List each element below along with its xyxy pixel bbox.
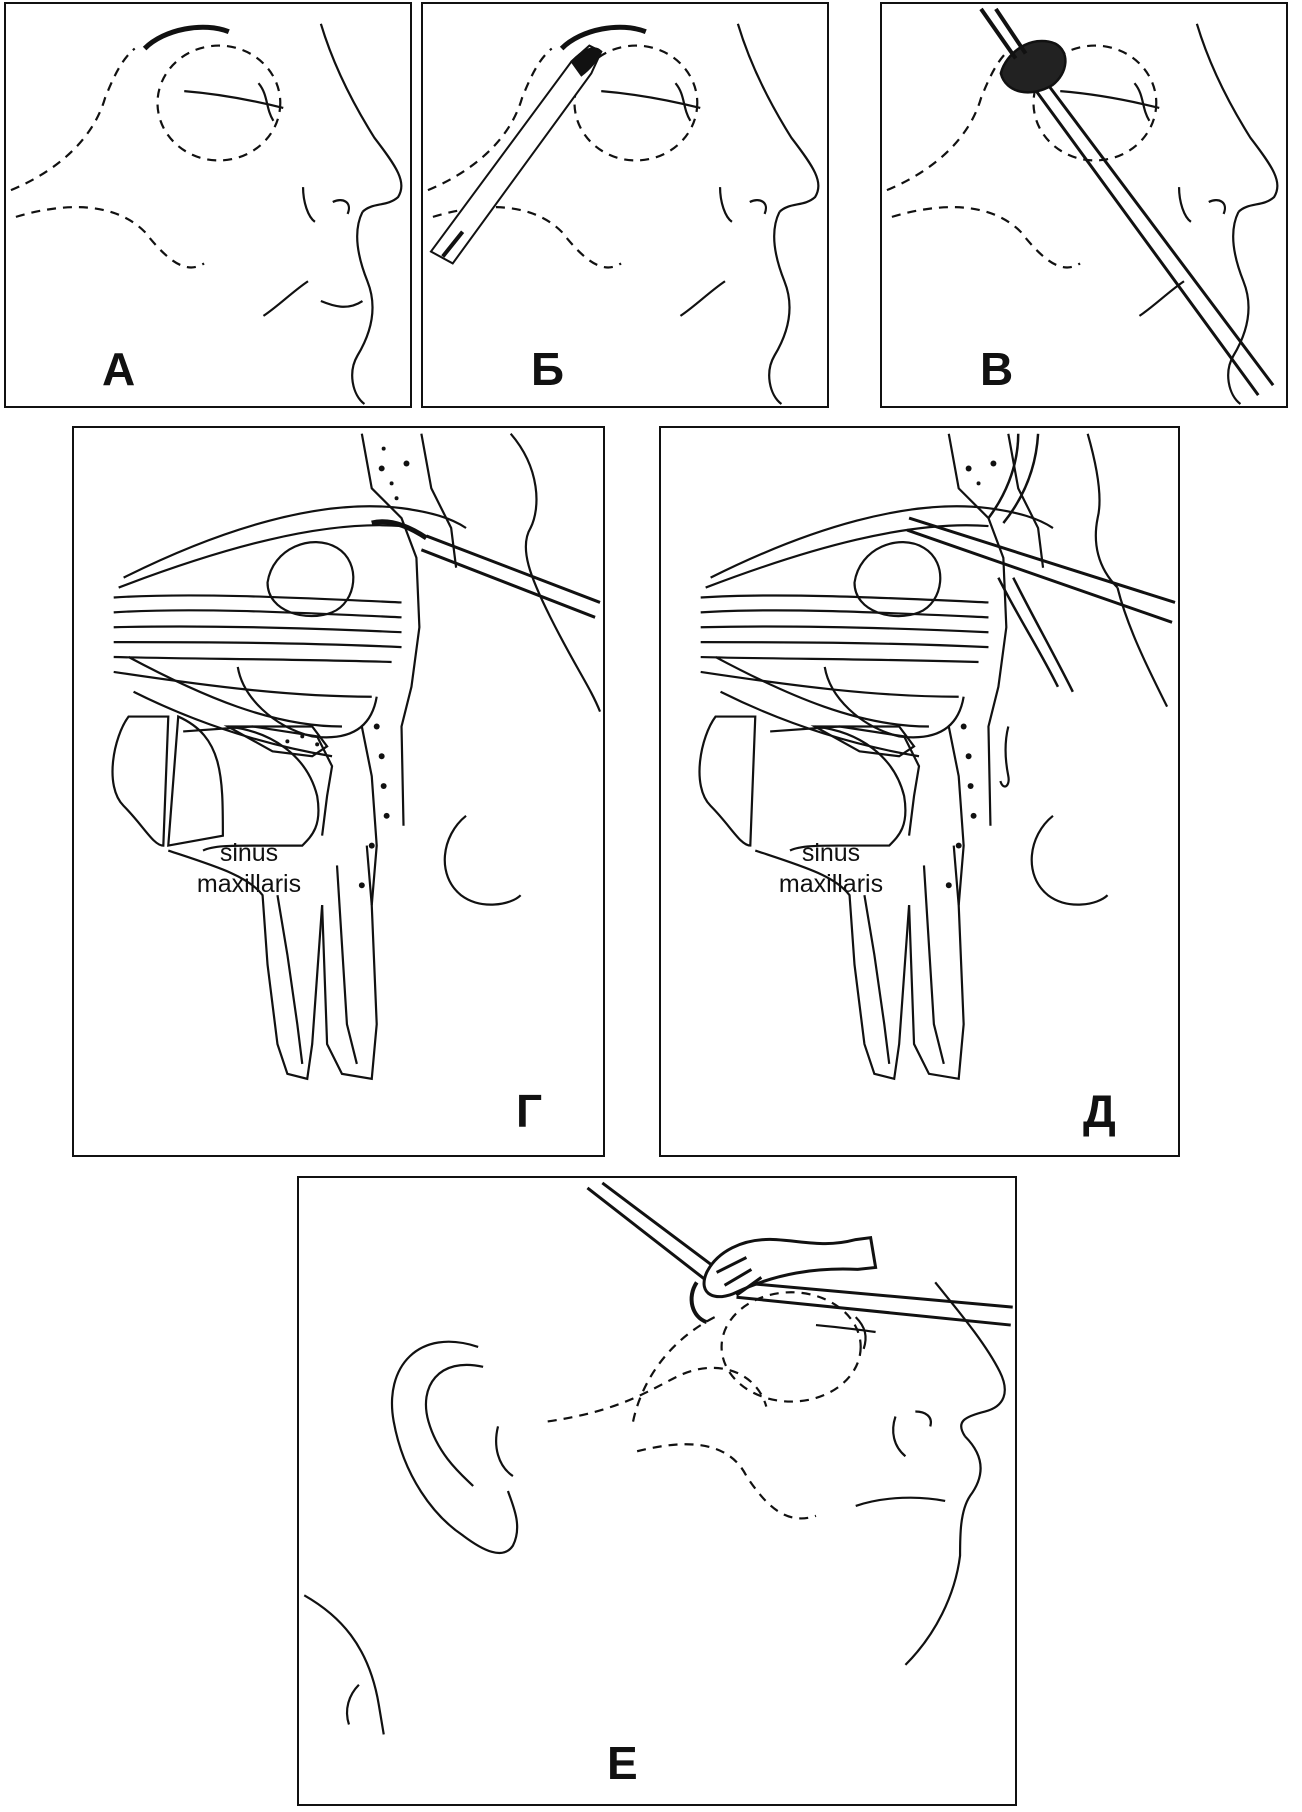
- panel-d-sinus-line2: maxillaris: [778, 870, 884, 898]
- retractor-icon: [587, 1183, 875, 1322]
- forceps-icon: [736, 1282, 1012, 1325]
- panel-g-sinus-line1: sinus: [219, 839, 279, 867]
- panel-a-label: А: [102, 343, 136, 395]
- panel-b-label: Б: [531, 343, 565, 395]
- panel-v: В: [880, 2, 1288, 408]
- scalpel-icon: [431, 46, 601, 264]
- panel-d-sinus-line1: sinus: [801, 839, 861, 867]
- panel-d: sinus maxillaris Д: [659, 426, 1180, 1157]
- panel-d-label: Д: [1083, 1085, 1116, 1137]
- panel-g-label: Г: [516, 1085, 543, 1137]
- panel-b-drawing: [423, 4, 827, 406]
- panel-e-drawing: [299, 1178, 1015, 1804]
- panel-v-label: В: [980, 343, 1014, 395]
- panel-g-sinus-label: sinus maxillaris: [174, 838, 324, 900]
- panel-a-drawing: [6, 4, 410, 406]
- panel-d-sinus-label: sinus maxillaris: [756, 838, 906, 900]
- panel-a: А: [4, 2, 412, 408]
- panel-v-drawing: [882, 4, 1286, 406]
- panel-e: Е: [297, 1176, 1017, 1806]
- panel-g: sinus maxillaris Г: [72, 426, 605, 1157]
- panel-b: Б: [421, 2, 829, 408]
- panel-e-label: Е: [607, 1737, 638, 1789]
- ear-outline: [392, 1342, 517, 1553]
- panel-g-drawing: [74, 428, 603, 1155]
- retractor-icon: [988, 434, 1072, 692]
- retractor-icon: [981, 9, 1273, 395]
- forceps-icon: [907, 518, 1175, 622]
- elevator-icon: [372, 522, 600, 618]
- panel-g-sinus-line2: maxillaris: [196, 870, 302, 898]
- panel-d-drawing: [661, 428, 1178, 1155]
